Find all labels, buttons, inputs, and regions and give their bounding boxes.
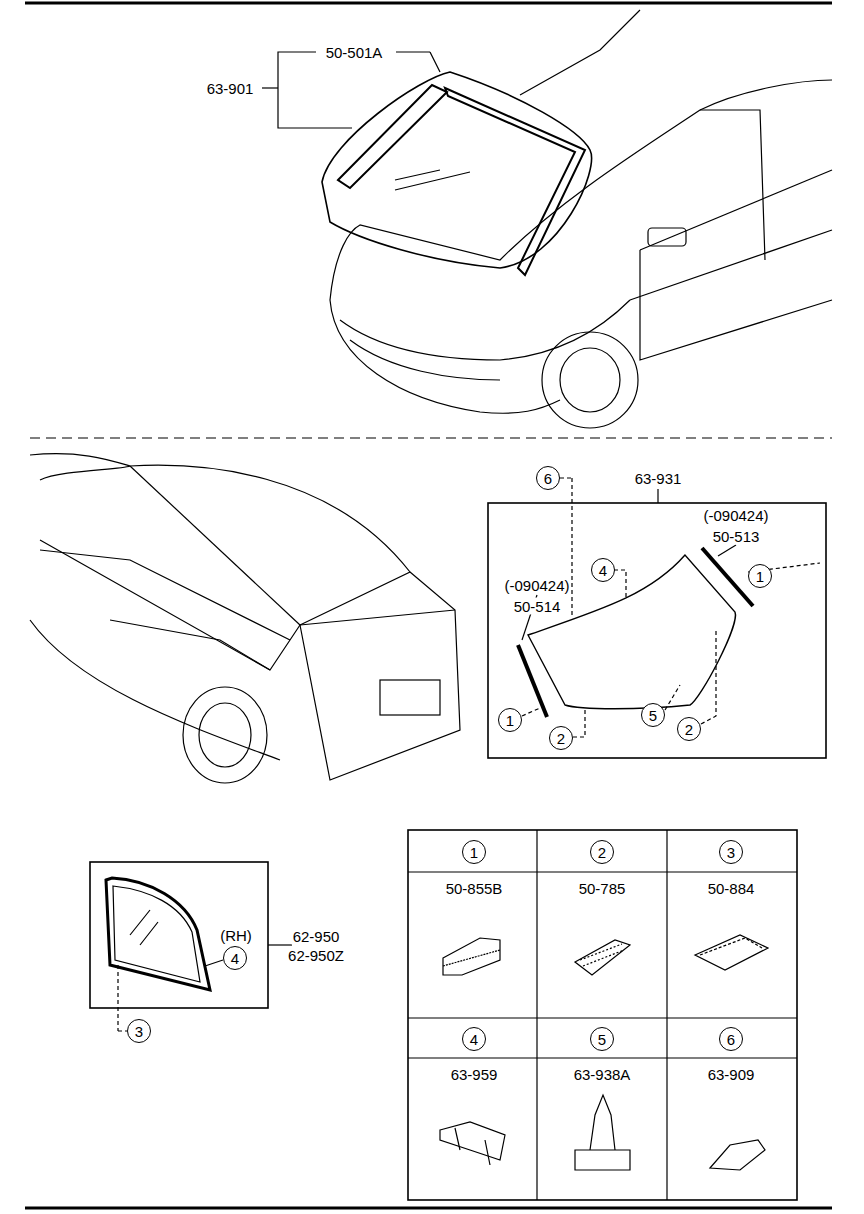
callout-number: 2: [549, 726, 573, 750]
part-number: 50-513: [712, 528, 761, 545]
callout-number: 4: [462, 1027, 486, 1051]
callout-number: 4: [223, 946, 247, 970]
part-number: 50-884: [707, 880, 756, 897]
callout-number: 3: [127, 1019, 151, 1043]
callout-number: 3: [719, 840, 743, 864]
callout-number: 2: [590, 840, 614, 864]
part-number: 50-855B: [445, 880, 504, 897]
callout-number: 1: [748, 564, 772, 588]
part-number: 63-901: [206, 80, 255, 97]
part-number: (RH): [219, 927, 253, 944]
callout-number: 1: [498, 708, 522, 732]
part-number: (-090424): [702, 507, 769, 524]
part-number: 50-514: [513, 598, 562, 615]
callout-number: 5: [641, 703, 665, 727]
part-number: 50-785: [578, 880, 627, 897]
callout-number: 2: [677, 717, 701, 741]
part-number: (-090424): [503, 577, 570, 594]
callout-number: 6: [719, 1027, 743, 1051]
callout-number: 5: [590, 1027, 614, 1051]
callout-number: 6: [536, 466, 560, 490]
callout-number: 1: [462, 840, 486, 864]
part-number: 63-909: [707, 1066, 756, 1083]
part-number: 62-950: [292, 928, 341, 945]
part-number: 63-959: [450, 1066, 499, 1083]
part-number: 63-931: [634, 470, 683, 487]
part-number: 50-501A: [325, 44, 384, 61]
part-number: 63-938A: [573, 1066, 632, 1083]
callout-number: 4: [591, 558, 615, 582]
part-number: 62-950Z: [287, 947, 345, 964]
